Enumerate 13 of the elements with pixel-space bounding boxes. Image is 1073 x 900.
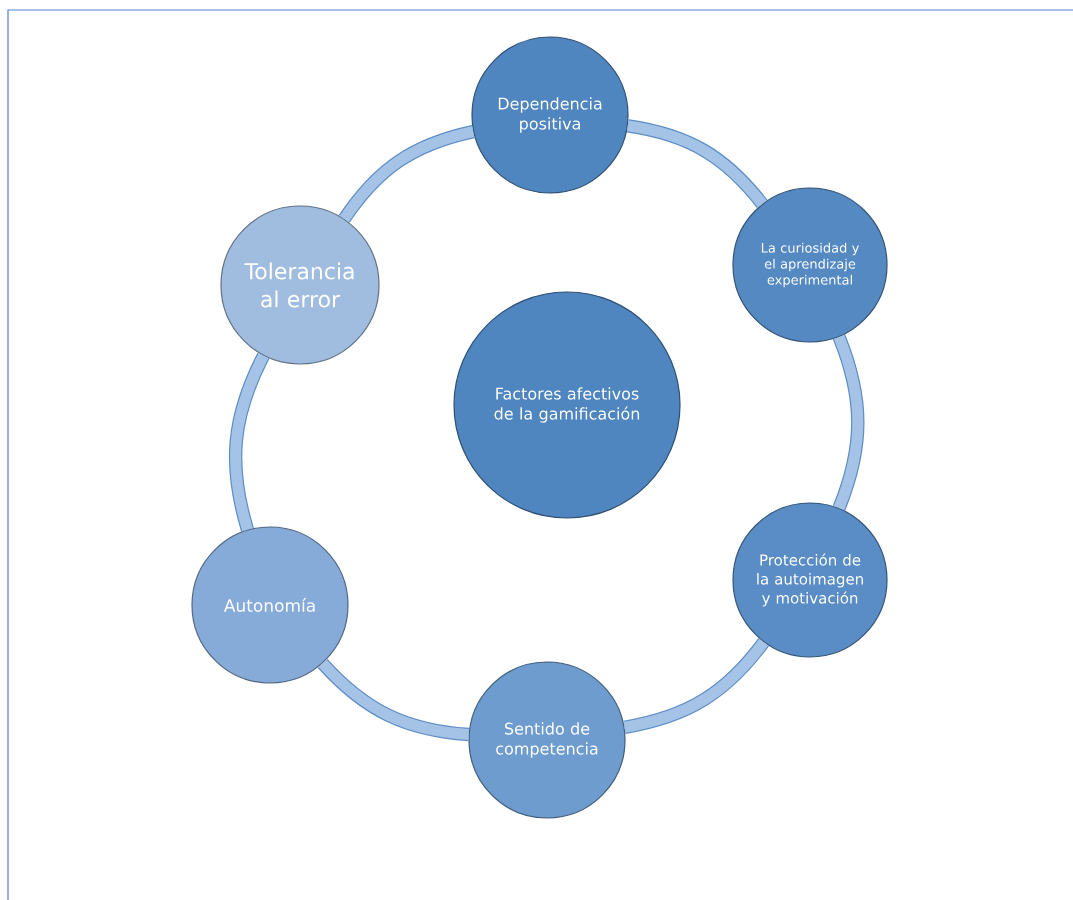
circle-node: Tolerancia al error — [220, 205, 380, 365]
circle-node: Autonomía — [191, 526, 349, 684]
ring-connector — [228, 352, 270, 532]
ring-connector — [338, 125, 475, 223]
circle-node: Dependencia positiva — [471, 36, 629, 194]
circle-node: Protección de la autoimagen y motivación — [732, 502, 888, 658]
ring-connector — [623, 638, 769, 734]
circle-node: La curiosidad y el aprendizaje experimental — [732, 187, 888, 343]
ring-connector — [626, 119, 768, 209]
circle-node: Sentido de competencia — [468, 661, 626, 819]
ring-connector — [832, 334, 865, 511]
ring-connector — [317, 658, 470, 742]
circle-node: Factores afectivos de la gamificación — [453, 291, 681, 519]
